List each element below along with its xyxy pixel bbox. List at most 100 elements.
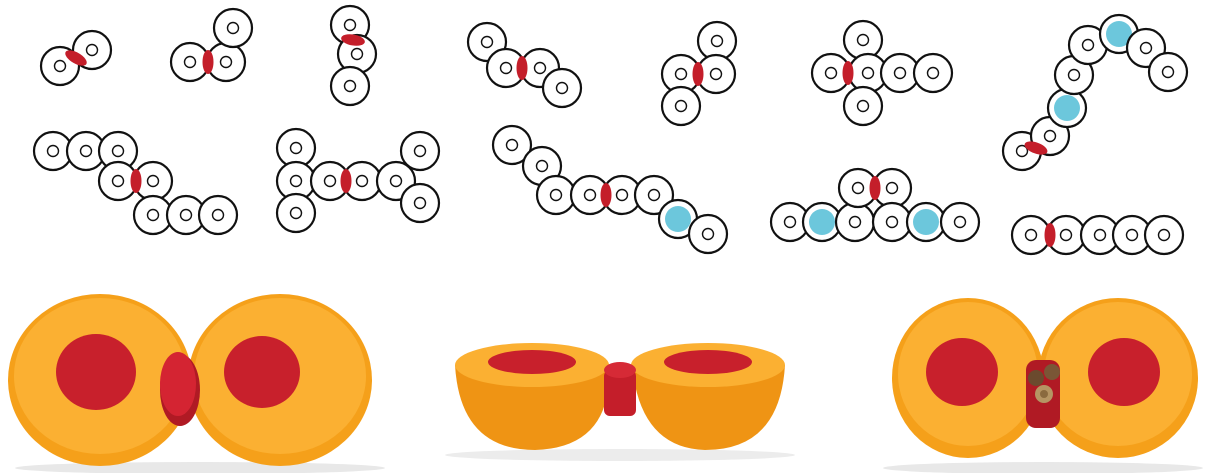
configuration-four-seat-y [660, 20, 738, 127]
seat-center-mark [1015, 144, 1029, 158]
seat-center-mark [111, 174, 125, 188]
seat-center-mark [1139, 41, 1153, 55]
seat-circle [491, 124, 533, 166]
connector-block [604, 370, 636, 416]
connector-link [516, 56, 528, 80]
seat-center-mark [355, 174, 369, 188]
seat-accent-cushion [1106, 21, 1132, 47]
connector-link [65, 50, 87, 66]
seat-circle [660, 85, 702, 127]
seat-center-mark [343, 79, 357, 93]
configuration-four-seat-diagonal [466, 21, 583, 109]
seat-center-mark [533, 61, 547, 75]
configuration-seven-seat-step [32, 130, 239, 236]
seat-center-mark [480, 35, 494, 49]
seat-circle [687, 213, 729, 255]
seat-center-mark [289, 141, 303, 155]
connector-block-top [160, 352, 196, 416]
seat-center-mark [555, 81, 569, 95]
seat-center-mark [1067, 68, 1081, 82]
seat-circle [633, 174, 675, 216]
seat-center-mark [851, 181, 865, 195]
photo-top-view [8, 294, 385, 473]
seat-circle [939, 201, 981, 243]
configuration-two-seat [39, 29, 113, 87]
configuration-three-seat-vertical [329, 4, 378, 107]
seat-center-mark [413, 196, 427, 210]
seat-center-mark [824, 66, 838, 80]
photo-side-view [445, 343, 795, 461]
floor-shadow [445, 449, 795, 461]
configuration-seven-seat-wave [1001, 13, 1189, 172]
seat-center-mark [146, 174, 160, 188]
cushion-left [56, 334, 136, 410]
seat-center-mark [856, 33, 870, 47]
seat-center-mark [674, 99, 688, 113]
seat-center-mark [674, 67, 688, 81]
seat-accent-cushion [1054, 95, 1080, 121]
floor-shadow [883, 462, 1203, 473]
connector-link [600, 183, 612, 207]
seat-center-mark [85, 43, 99, 57]
cushion-left [488, 350, 576, 374]
seat-circle [197, 194, 239, 236]
seat-center-mark [583, 188, 597, 202]
seat-center-mark [615, 188, 629, 202]
connector-peg [1044, 364, 1060, 380]
connector-link [340, 169, 352, 193]
seat-center-mark [79, 144, 93, 158]
seat-center-mark [1125, 228, 1139, 242]
seat-center-mark [647, 188, 661, 202]
configuration-three-seat-angled [169, 7, 254, 83]
seat-center-mark [1161, 65, 1175, 79]
seat-center-mark [1157, 228, 1171, 242]
seat-center-mark [413, 144, 427, 158]
seat-circle [842, 19, 884, 61]
seat-circle [399, 130, 441, 172]
seat-center-mark [389, 174, 403, 188]
seat-center-mark [1093, 228, 1107, 242]
seat-center-mark [701, 227, 715, 241]
seat-center-mark [211, 208, 225, 222]
seat-center-mark [885, 181, 899, 195]
cushion-right [1088, 338, 1160, 406]
seat-center-mark [146, 208, 160, 222]
seat-center-mark [183, 55, 197, 69]
connector-link [1024, 141, 1048, 155]
connector-peg [1028, 370, 1044, 386]
configuration-seven-seat-pyramid [769, 167, 981, 243]
cushion-right [664, 350, 752, 374]
seat-center-mark [848, 215, 862, 229]
connector-link [842, 61, 854, 85]
seat-center-mark [505, 138, 519, 152]
seat-circle [834, 201, 876, 243]
connector-block-top [604, 362, 636, 378]
seat-center-mark [1081, 38, 1095, 52]
connector-link [1044, 223, 1056, 247]
seat-circle [842, 85, 884, 127]
seat-circle [275, 192, 317, 234]
seat-center-mark [783, 215, 797, 229]
seat-center-mark [53, 59, 67, 73]
seat-circle [329, 65, 371, 107]
seat-center-mark [535, 159, 549, 173]
connector-link [869, 176, 881, 200]
connector-link [202, 50, 214, 74]
seat-circle [535, 174, 577, 216]
seat-circle [871, 201, 913, 243]
seat-circle [1010, 214, 1052, 256]
configuration-five-seat-row [1010, 214, 1185, 256]
seat-center-mark [885, 215, 899, 229]
seat-center-mark [350, 47, 364, 61]
seat-center-mark [46, 144, 60, 158]
seat-circle [1143, 214, 1185, 256]
seat-accent-cushion [913, 209, 939, 235]
seat-center-mark [710, 34, 724, 48]
seat-circle [399, 182, 441, 224]
seat-pod-left-base [455, 365, 608, 450]
configuration-diagrams [32, 4, 1189, 256]
seat-circle [1147, 51, 1189, 93]
photo-connector-detail [883, 298, 1203, 473]
seat-center-mark [289, 206, 303, 220]
